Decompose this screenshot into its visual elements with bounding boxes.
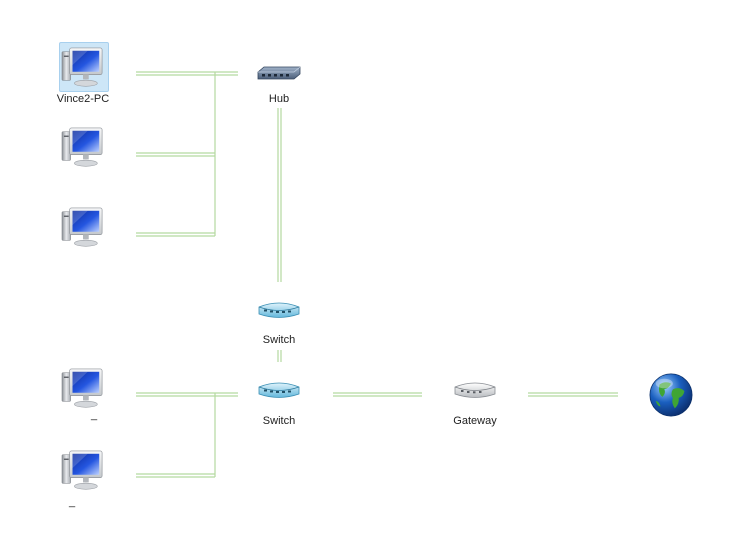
computer-3[interactable] — [60, 206, 106, 248]
globe-icon — [648, 372, 694, 418]
internet-node[interactable] — [648, 372, 694, 418]
switch-label: Switch — [262, 334, 296, 346]
computer-icon — [60, 367, 106, 409]
computer-label: _ — [68, 496, 76, 508]
gateway-device[interactable] — [451, 378, 499, 402]
hub-icon — [255, 62, 303, 86]
switch-device-1[interactable] — [255, 298, 303, 322]
computer-icon — [60, 206, 106, 248]
switch-label: Switch — [262, 415, 296, 427]
gateway-icon — [451, 378, 499, 402]
hub-label: Hub — [268, 93, 290, 105]
gateway-label: Gateway — [453, 415, 497, 427]
computer-label: _ — [90, 409, 98, 421]
hub-device[interactable] — [255, 62, 303, 86]
computer-4[interactable] — [60, 367, 106, 409]
computer-label: Vince2-PC — [56, 93, 110, 105]
computer-icon — [60, 449, 106, 491]
switch-device-2[interactable] — [255, 378, 303, 402]
computer-icon — [60, 46, 106, 88]
switch-icon — [255, 378, 303, 402]
switch-icon — [255, 298, 303, 322]
computer-icon — [60, 126, 106, 168]
computer-2[interactable] — [60, 126, 106, 168]
computer-5[interactable] — [60, 449, 106, 491]
